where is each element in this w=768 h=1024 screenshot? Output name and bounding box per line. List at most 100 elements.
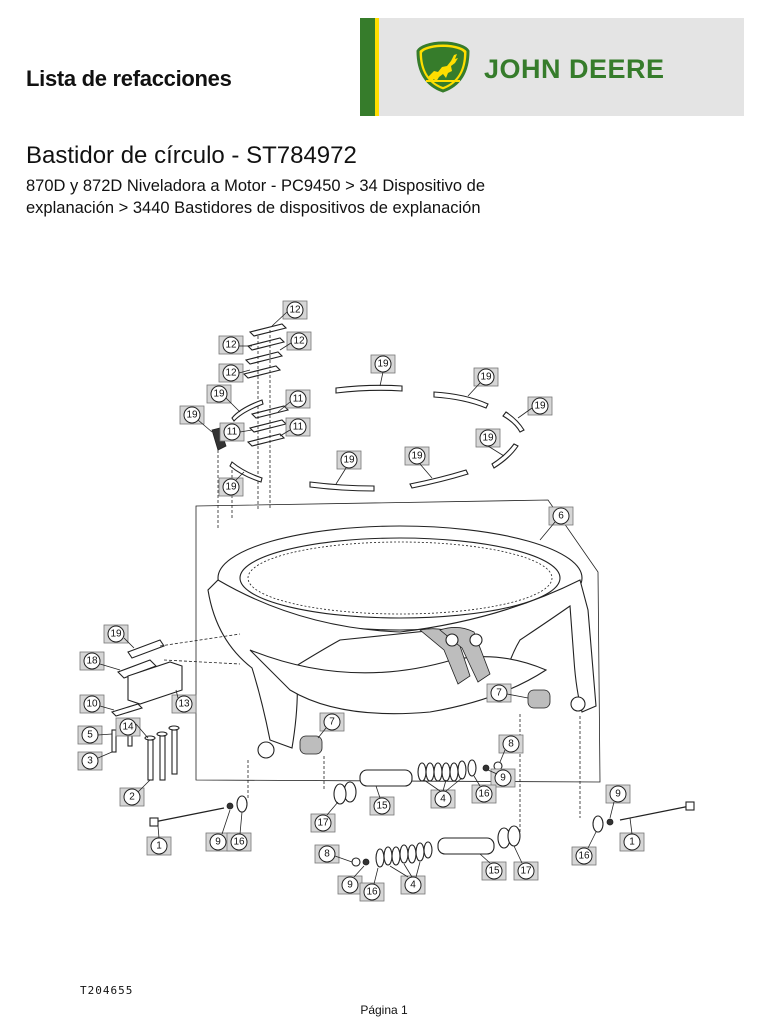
callout-1-a: 1	[146, 825, 172, 856]
svg-text:12: 12	[293, 336, 305, 347]
svg-text:12: 12	[225, 340, 237, 351]
pin-and-bushing-parts	[149, 689, 695, 868]
exploded-parts-diagram: 12 12 12 12 11 11 11 19 19 19 19 19 19 1…	[77, 300, 695, 902]
callout-19-j: 19	[103, 624, 135, 649]
brand-banner: JOHN DEERE	[360, 18, 744, 116]
document-title: Bastidor de círculo - ST784972	[26, 142, 357, 169]
callout-3: 3	[77, 751, 113, 771]
svg-text:6: 6	[558, 511, 564, 522]
header-title: Lista de refacciones	[26, 66, 232, 91]
callout-12-a: 12	[271, 300, 308, 327]
callout-19-h: 19	[335, 450, 362, 485]
john-deere-logo-icon	[416, 41, 470, 93]
callout-4-a: 4	[423, 777, 463, 809]
callout-17-b: 17	[513, 845, 539, 881]
svg-text:19: 19	[482, 433, 494, 444]
svg-text:17: 17	[520, 866, 532, 877]
svg-text:16: 16	[478, 789, 490, 800]
svg-text:8: 8	[324, 849, 330, 860]
svg-text:19: 19	[377, 359, 389, 370]
callout-5: 5	[77, 725, 113, 745]
svg-text:16: 16	[233, 837, 245, 848]
svg-text:5: 5	[87, 730, 93, 741]
callout-16-b: 16	[226, 811, 252, 852]
svg-text:12: 12	[225, 368, 237, 379]
callout-8-a: 8	[498, 734, 524, 763]
svg-text:19: 19	[213, 389, 225, 400]
svg-text:15: 15	[488, 866, 500, 877]
svg-text:4: 4	[440, 794, 446, 805]
svg-text:19: 19	[411, 451, 423, 462]
page-number: Página 1	[360, 1003, 408, 1017]
callout-19-i: 19	[218, 471, 245, 497]
svg-text:18: 18	[86, 656, 98, 667]
callout-16-c: 16	[571, 831, 597, 866]
svg-text:19: 19	[534, 401, 546, 412]
svg-text:16: 16	[366, 887, 378, 898]
callout-2: 2	[119, 779, 151, 807]
callout-11-a: 11	[277, 389, 311, 413]
svg-text:11: 11	[293, 394, 304, 405]
callout-9-b: 9	[205, 809, 231, 852]
callout-7-a: 7	[317, 712, 345, 739]
svg-text:16: 16	[578, 851, 590, 862]
callout-19-b: 19	[179, 405, 213, 433]
svg-text:13: 13	[178, 699, 190, 710]
callout-12-b: 12	[218, 335, 252, 355]
wear-segment-ring	[211, 384, 525, 530]
svg-text:8: 8	[508, 739, 514, 750]
callout-10: 10	[79, 694, 115, 714]
svg-text:9: 9	[615, 789, 621, 800]
svg-text:19: 19	[186, 410, 198, 421]
svg-text:12: 12	[289, 305, 301, 316]
callout-labels: 12 12 12 12 11 11 11 19 19 19 19 19 19 1…	[77, 300, 645, 902]
callout-15-a: 15	[369, 785, 395, 816]
circle-frame	[195, 499, 601, 783]
svg-text:10: 10	[86, 699, 98, 710]
callout-19-d: 19	[467, 367, 499, 397]
svg-text:4: 4	[410, 880, 416, 891]
document-breadcrumb: 870D y 872D Niveladora a Motor - PC9450 …	[26, 177, 486, 217]
brand-stripe-green	[360, 18, 375, 116]
svg-text:9: 9	[500, 773, 506, 784]
callout-9-c: 9	[605, 784, 631, 819]
svg-text:2: 2	[129, 792, 135, 803]
callout-19-a: 19	[206, 384, 241, 413]
svg-text:14: 14	[122, 722, 134, 733]
callout-7-b: 7	[486, 683, 529, 703]
svg-text:1: 1	[629, 837, 635, 848]
svg-text:19: 19	[343, 455, 355, 466]
callout-11-b: 11	[219, 422, 253, 442]
svg-text:9: 9	[215, 837, 221, 848]
callout-12-d: 12	[218, 363, 251, 383]
svg-text:3: 3	[87, 756, 93, 767]
callout-19-e: 19	[517, 396, 553, 419]
callout-6: 6	[539, 506, 574, 541]
svg-text:19: 19	[225, 482, 237, 493]
svg-text:11: 11	[293, 422, 304, 433]
svg-text:1: 1	[156, 841, 162, 852]
callout-1-b: 1	[619, 817, 645, 852]
shim-stack	[242, 323, 290, 510]
brand-stripe-yellow	[375, 18, 379, 116]
svg-text:9: 9	[347, 880, 353, 891]
callout-8-b: 8	[314, 844, 353, 864]
svg-text:15: 15	[376, 801, 388, 812]
callout-18: 18	[79, 651, 121, 671]
callout-16-d: 16	[359, 867, 385, 902]
callout-13: 13	[171, 689, 197, 714]
svg-text:19: 19	[480, 372, 492, 383]
svg-text:11: 11	[227, 427, 238, 438]
svg-text:7: 7	[496, 688, 502, 699]
callout-4-b: 4	[389, 861, 426, 895]
svg-text:7: 7	[329, 717, 335, 728]
callout-19-f: 19	[475, 428, 505, 457]
brand-name: JOHN DEERE	[484, 54, 665, 84]
callout-12-c: 12	[279, 331, 312, 351]
callout-9-a: 9	[487, 768, 516, 788]
callout-9-d: 9	[337, 865, 365, 895]
callout-16-a: 16	[471, 775, 497, 804]
svg-text:17: 17	[317, 818, 329, 829]
callout-19-g: 19	[404, 446, 433, 479]
callout-17-a: 17	[310, 801, 339, 833]
